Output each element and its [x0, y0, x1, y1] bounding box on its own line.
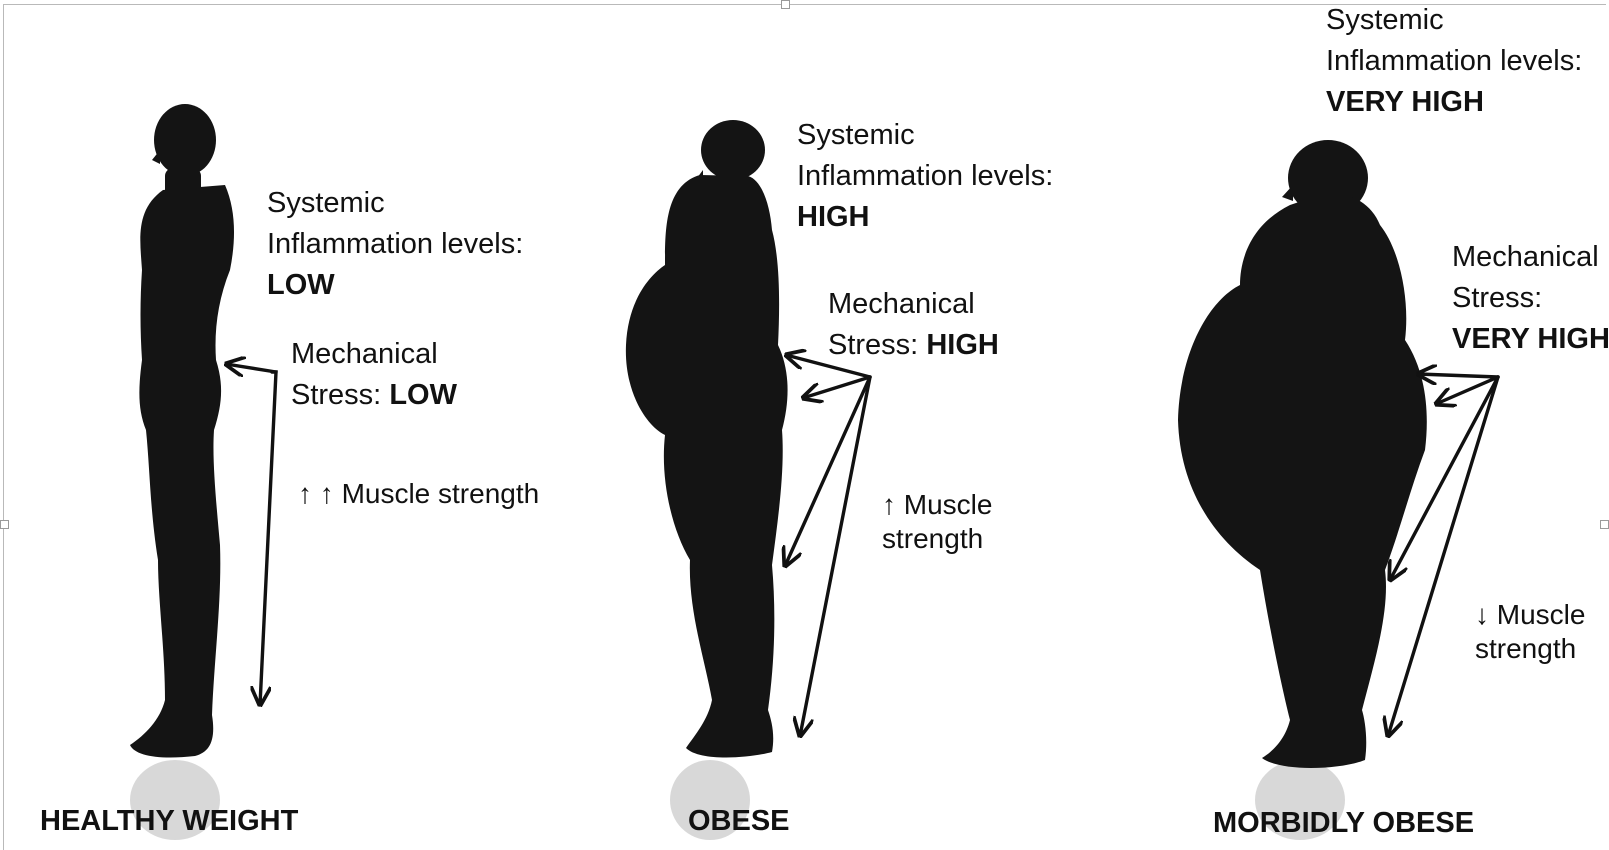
inflammation-label-line1: Systemic	[797, 115, 1053, 156]
stress-label-healthy: Mechanical Stress: LOW	[291, 334, 457, 416]
muscle-trend-arrows: ↑ ↑	[298, 478, 334, 509]
inflammation-label-line2: Inflammation levels:	[267, 224, 523, 265]
healthy-weight-silhouette	[130, 104, 234, 758]
caption-morbidly-obese: MORBIDLY OBESE	[1213, 807, 1474, 840]
muscle-strength-morbidly-obese: ↓ Muscle strength	[1475, 598, 1585, 666]
stress-label-line1: Mechanical	[291, 334, 457, 375]
inflammation-label-line1: Systemic	[267, 183, 523, 224]
obese-silhouette	[626, 120, 788, 758]
muscle-label-line2: strength	[882, 522, 992, 556]
muscle-label-line1: Muscle	[1497, 599, 1586, 630]
muscle-label-line1: Muscle strength	[342, 478, 540, 509]
inflammation-value: VERY HIGH	[1326, 82, 1582, 123]
inflammation-label-obese: Systemic Inflammation levels: HIGH	[797, 115, 1053, 238]
stress-value: VERY HIGH	[1452, 319, 1609, 360]
muscle-label-line1: Muscle	[904, 489, 993, 520]
caption-obese: OBESE	[688, 805, 790, 838]
stress-label-obese: Mechanical Stress: HIGH	[828, 284, 999, 366]
inflammation-label-line2: Inflammation levels:	[1326, 41, 1582, 82]
inflammation-label-morbidly-obese: Systemic Inflammation levels: VERY HIGH	[1326, 0, 1582, 123]
stress-label-morbidly-obese: Mechanical Stress: VERY HIGH	[1452, 237, 1609, 360]
morbidly-obese-silhouette	[1178, 140, 1427, 768]
muscle-label-line2: strength	[1475, 632, 1585, 666]
inflammation-value: LOW	[267, 265, 523, 306]
muscle-strength-healthy: ↑ ↑ Muscle strength	[298, 477, 539, 511]
stress-label-line1: Mechanical	[828, 284, 999, 325]
muscle-strength-obese: ↑ Muscle strength	[882, 488, 992, 556]
inflammation-label-healthy: Systemic Inflammation levels: LOW	[267, 183, 523, 306]
caption-healthy-weight: HEALTHY WEIGHT	[40, 805, 298, 838]
stress-value: HIGH	[926, 329, 999, 361]
stress-label-line2: Stress:	[291, 379, 381, 411]
inflammation-value: HIGH	[797, 197, 1053, 238]
stress-value: LOW	[389, 379, 457, 411]
stress-label-line2: Stress:	[1452, 278, 1609, 319]
muscle-trend-arrows: ↑	[882, 489, 896, 520]
stress-label-line1: Mechanical	[1452, 237, 1609, 278]
inflammation-label-line1: Systemic	[1326, 0, 1582, 41]
inflammation-label-line2: Inflammation levels:	[797, 156, 1053, 197]
muscle-trend-arrows: ↓	[1475, 599, 1489, 630]
stress-label-line2: Stress:	[828, 329, 918, 361]
